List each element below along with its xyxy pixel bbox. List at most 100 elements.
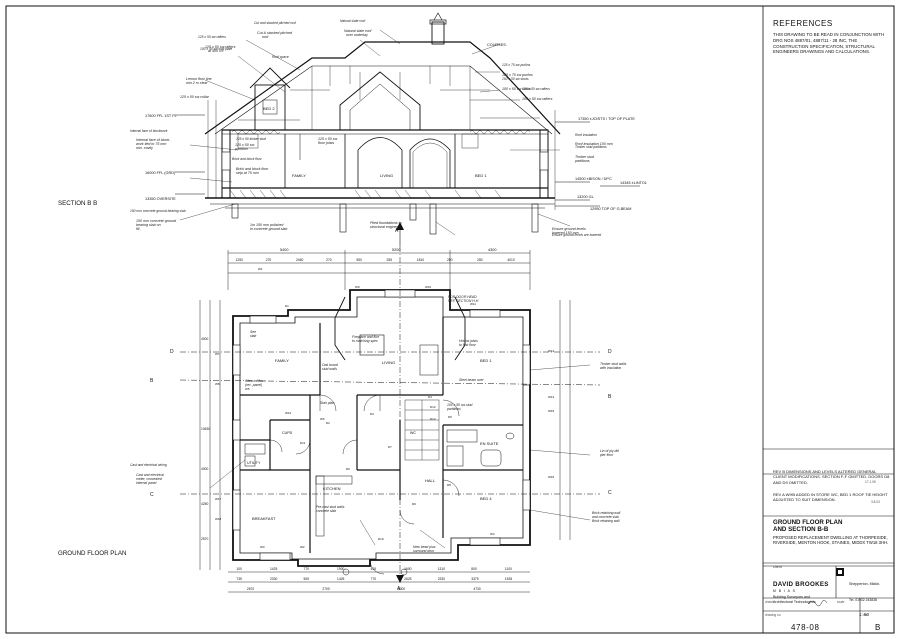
mark-c-right: C — [608, 490, 612, 496]
svg-text:1m 150 mm polished: 1m 150 mm polished — [250, 223, 284, 227]
bottom-dim-4: 615 — [371, 567, 377, 571]
section-labels: SECTION B B COURSES. BED 2 FAMILY LIVING… — [58, 43, 647, 234]
left-dim-4: 2570 — [201, 537, 209, 541]
door-tag-9: D9 — [412, 502, 416, 506]
svg-text:in concrete ground slab: in concrete ground slab — [250, 227, 287, 231]
annotation-left-8: 150 mm concrete ground bearing slab — [130, 209, 186, 213]
level-3: 17350 ±JOISTS / TOP OF PLATE — [578, 117, 635, 121]
window-tag-5: W5 — [245, 387, 250, 391]
svg-text:strip at 75 mm: strip at 75 mm — [236, 171, 259, 175]
annotation-left-7: 125 x 50 timber stud — [236, 137, 266, 141]
signature — [807, 600, 828, 607]
sub-dim-0: 1250 — [236, 258, 244, 262]
svg-text:Stair plan: Stair plan — [320, 401, 334, 405]
room-utility: UTILITY — [247, 461, 261, 465]
svg-text:100 x 50 sw struts: 100 x 50 sw struts — [502, 87, 531, 91]
bottom-dim-0: 100 — [236, 567, 242, 571]
section-title: SECTION B B — [58, 200, 97, 207]
svg-text:Lin of ply dbl: Lin of ply dbl — [600, 449, 619, 453]
svg-text:surround door: surround door — [413, 549, 435, 553]
right-note-0: COURSES. — [487, 43, 507, 47]
room-kitchen: KITCHEN — [323, 486, 341, 491]
level-6: 13200 GL — [577, 195, 594, 199]
svg-text:Fireplace and flue: Fireplace and flue — [352, 335, 379, 339]
door-tag-2: D2 — [326, 421, 330, 425]
bottom-dim-3-0: 2670 — [247, 587, 255, 591]
bottom-dim-3-1: 2700 — [322, 587, 330, 591]
window-tag-14: W14 — [548, 395, 555, 399]
svg-text:See: See — [250, 330, 256, 334]
window-tag-10: W10 — [425, 285, 432, 289]
bottom-dim-6: 1310 — [438, 567, 446, 571]
annotation-left-2: 125 x 50 sw rafters — [198, 35, 226, 39]
svg-text:125 x 75 sw purlins: 125 x 75 sw purlins — [502, 73, 533, 77]
door-tag-10: D10 — [378, 537, 384, 541]
window-tag-8: W8 — [215, 382, 220, 386]
window-tag-16: W16 — [548, 475, 555, 479]
firm-logo — [836, 568, 844, 576]
room-breakfast: BREAKFAST — [252, 516, 276, 521]
svg-text:125 x 50 sw collar: 125 x 50 sw collar — [180, 95, 210, 99]
room-bed4: BED 4 — [480, 496, 492, 501]
door-tag-4: D4 — [428, 395, 432, 399]
mark-d-right: D — [608, 349, 612, 355]
annotation-left-0: Cut and stacked pitched roof — [254, 21, 297, 25]
window-tag-2: W2 — [300, 545, 305, 549]
door-tag-13: D13 — [430, 417, 436, 421]
mark-c-left: C — [150, 492, 154, 498]
svg-text:125 x 50 sw: 125 x 50 sw — [235, 143, 255, 147]
sub-dim-4: 950 — [356, 258, 362, 262]
svg-text:concrete slab: concrete slab — [316, 509, 336, 513]
room-cupd: CUPD — [282, 431, 293, 435]
annotation-right-3: 125 x 50 sw rafters — [522, 87, 550, 91]
svg-text:bearing slab on: bearing slab on — [136, 223, 161, 227]
svg-text:lowered 150 mm: lowered 150 mm — [552, 231, 579, 235]
sub-dim-6: 1810 — [417, 258, 425, 262]
door-tag-1: D1 — [285, 304, 289, 308]
svg-text:Piled foundations to: Piled foundations to — [370, 221, 402, 225]
level-2: 13350 OVERSITE — [145, 197, 176, 201]
annotation-left-4: Internal face of blockwork — [130, 129, 168, 133]
svg-text:partitions: partitions — [446, 407, 461, 411]
bottom-dim-2-8: 1535 — [505, 577, 513, 581]
mark-d-left: D — [170, 349, 174, 355]
drawing-title-line1: GROUND FLOOR PLAN — [773, 519, 843, 526]
drawing-title: GROUND FLOOR PLAN AND SECTION B-B — [773, 519, 842, 533]
window-tag-6: W6 — [320, 417, 325, 421]
bottom-dim-2-4: 770 — [371, 577, 377, 581]
bottom-dim-1: 1425 — [270, 567, 278, 571]
drawing-number: 478-08 — [791, 623, 820, 632]
svg-text:Timber stud: Timber stud — [575, 155, 595, 159]
left-dim-1: 10630 — [201, 427, 210, 431]
top-dim-2: 4300 — [488, 248, 496, 252]
north-marker-plan: A — [397, 586, 401, 592]
bottom-dim-2-5: 2625 — [404, 577, 412, 581]
svg-text:Cast and electrical: Cast and electrical — [136, 473, 164, 477]
sub-dim-7: 250 — [447, 258, 453, 262]
svg-text:(rec. panel): (rec. panel) — [245, 383, 262, 387]
sub-dim-8: 280 — [477, 258, 483, 262]
room-family: FAMILY — [275, 358, 289, 363]
sub-dim-5: 255 — [387, 258, 393, 262]
room-living-section: LIVING — [380, 173, 393, 178]
room-family-section: FAMILY — [292, 173, 306, 178]
bottom-dim-2-7: 3375 — [471, 577, 479, 581]
rev-label: rev — [863, 613, 868, 617]
ground-floor-plan — [179, 246, 601, 593]
window-tag-17: W17 — [215, 497, 222, 501]
door-tag-3: D3 — [370, 412, 374, 416]
svg-text:min. cavity: min. cavity — [136, 146, 153, 150]
title-block-lines — [763, 448, 894, 633]
svg-text:Brick retaining wall: Brick retaining wall — [592, 511, 621, 515]
svg-text:Glass of floor: Glass of floor — [245, 379, 266, 383]
svg-text:Hollow joists: Hollow joists — [459, 339, 478, 343]
svg-text:New bead plus: New bead plus — [413, 545, 436, 549]
firm-line-1: Building Surveyors and — [773, 595, 810, 599]
bottom-dim-2-3: 1425 — [337, 577, 345, 581]
door-tag-5: D5 — [448, 415, 452, 419]
svg-text:Steel beam over: Steel beam over — [459, 378, 485, 382]
references-body: THIS DRAWING TO BE READ IN CONJUNCTION W… — [773, 32, 885, 55]
